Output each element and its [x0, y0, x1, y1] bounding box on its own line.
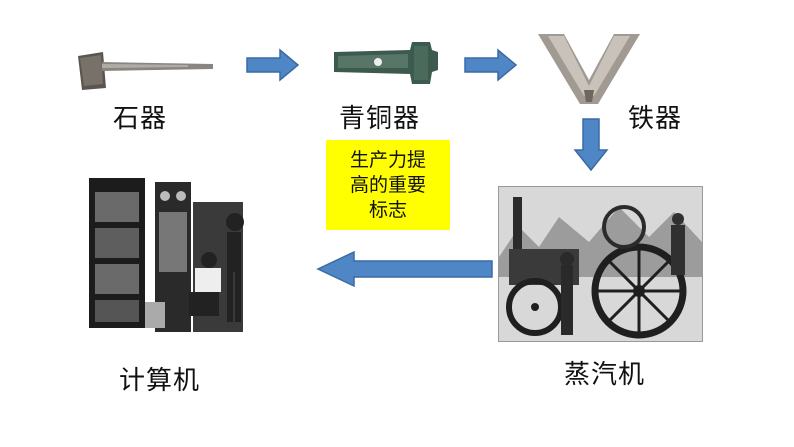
computer-drawing	[85, 172, 249, 337]
steam-engine-drawing	[499, 187, 702, 341]
computer-photo	[85, 172, 249, 337]
callout-line-3: 标志	[350, 198, 426, 223]
arrow-bronze-to-iron	[464, 48, 518, 82]
callout-line-1: 生产力提	[350, 148, 426, 173]
productivity-callout: 生产力提 高的重要 标志	[326, 140, 450, 230]
stone-tool-image	[68, 44, 218, 94]
label-computer: 计算机	[119, 360, 200, 397]
steam-engine-photo	[498, 186, 703, 342]
bronze-tool-image	[330, 38, 442, 88]
label-bronze-tool: 青铜器	[339, 98, 420, 135]
label-steam-engine: 蒸汽机	[564, 354, 645, 391]
label-stone-tool: 石器	[113, 98, 167, 135]
arrow-stone-to-bronze	[246, 48, 300, 82]
label-iron-tool: 铁器	[628, 98, 682, 135]
arrow-steam-to-computer	[316, 250, 494, 288]
callout-line-2: 高的重要	[350, 173, 426, 198]
arrow-iron-to-steam	[573, 118, 609, 172]
